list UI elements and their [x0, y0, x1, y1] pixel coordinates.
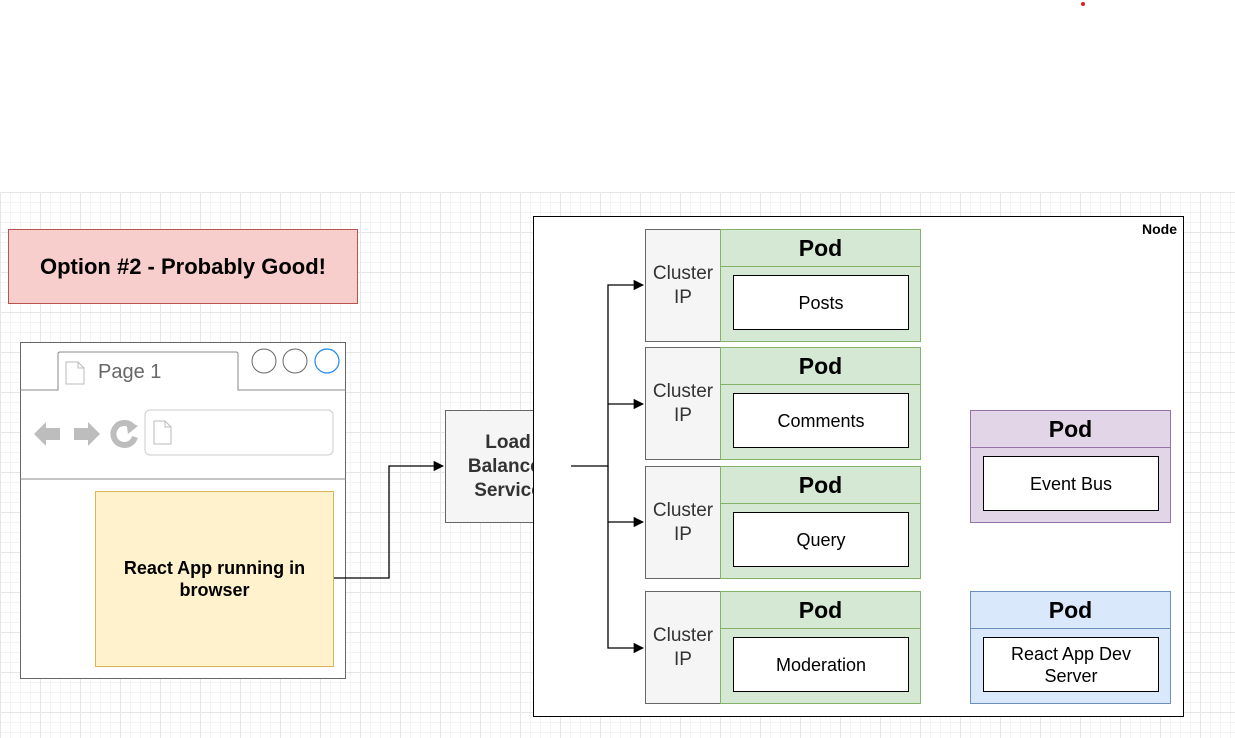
pod-header: Pod [721, 348, 920, 385]
back-icon[interactable] [34, 421, 62, 449]
pod-header: Pod [721, 592, 920, 629]
pod-header: Pod [721, 467, 920, 504]
diagram-title: Option #2 - Probably Good! [8, 229, 358, 304]
react-app-box: React App running in browser [95, 491, 334, 667]
pod-react-dev-server: Pod React App Dev Server [970, 591, 1171, 704]
pod-moderation: Pod Moderation [720, 591, 921, 704]
service-comments: Comments [733, 393, 909, 448]
service-moderation: Moderation [733, 637, 909, 692]
cluster-ip-posts: Cluster IP [645, 229, 721, 342]
pod-query: Pod Query [720, 466, 921, 579]
pod-header: Pod [971, 592, 1170, 629]
cursor-dot [1081, 2, 1085, 6]
pod-comments: Pod Comments [720, 347, 921, 460]
service-event-bus: Event Bus [983, 456, 1159, 511]
pod-header: Pod [721, 230, 920, 267]
address-bar[interactable] [145, 410, 334, 456]
cluster-ip-moderation: Cluster IP [645, 591, 721, 704]
reload-icon[interactable] [111, 421, 139, 449]
pod-event-bus: Pod Event Bus [970, 410, 1171, 523]
forward-icon[interactable] [74, 421, 102, 449]
window-buttons[interactable] [251, 349, 343, 375]
browser-tab[interactable]: Page 1 [60, 353, 240, 391]
node-label: Node [1142, 221, 1177, 237]
tab-label: Page 1 [98, 361, 162, 383]
pod-header: Pod [971, 411, 1170, 448]
service-posts: Posts [733, 275, 909, 330]
browser-chrome [20, 348, 346, 480]
cluster-ip-query: Cluster IP [645, 466, 721, 579]
service-react-dev-server: React App Dev Server [983, 637, 1159, 692]
cluster-ip-comments: Cluster IP [645, 347, 721, 460]
service-query: Query [733, 512, 909, 567]
pod-posts: Pod Posts [720, 229, 921, 342]
